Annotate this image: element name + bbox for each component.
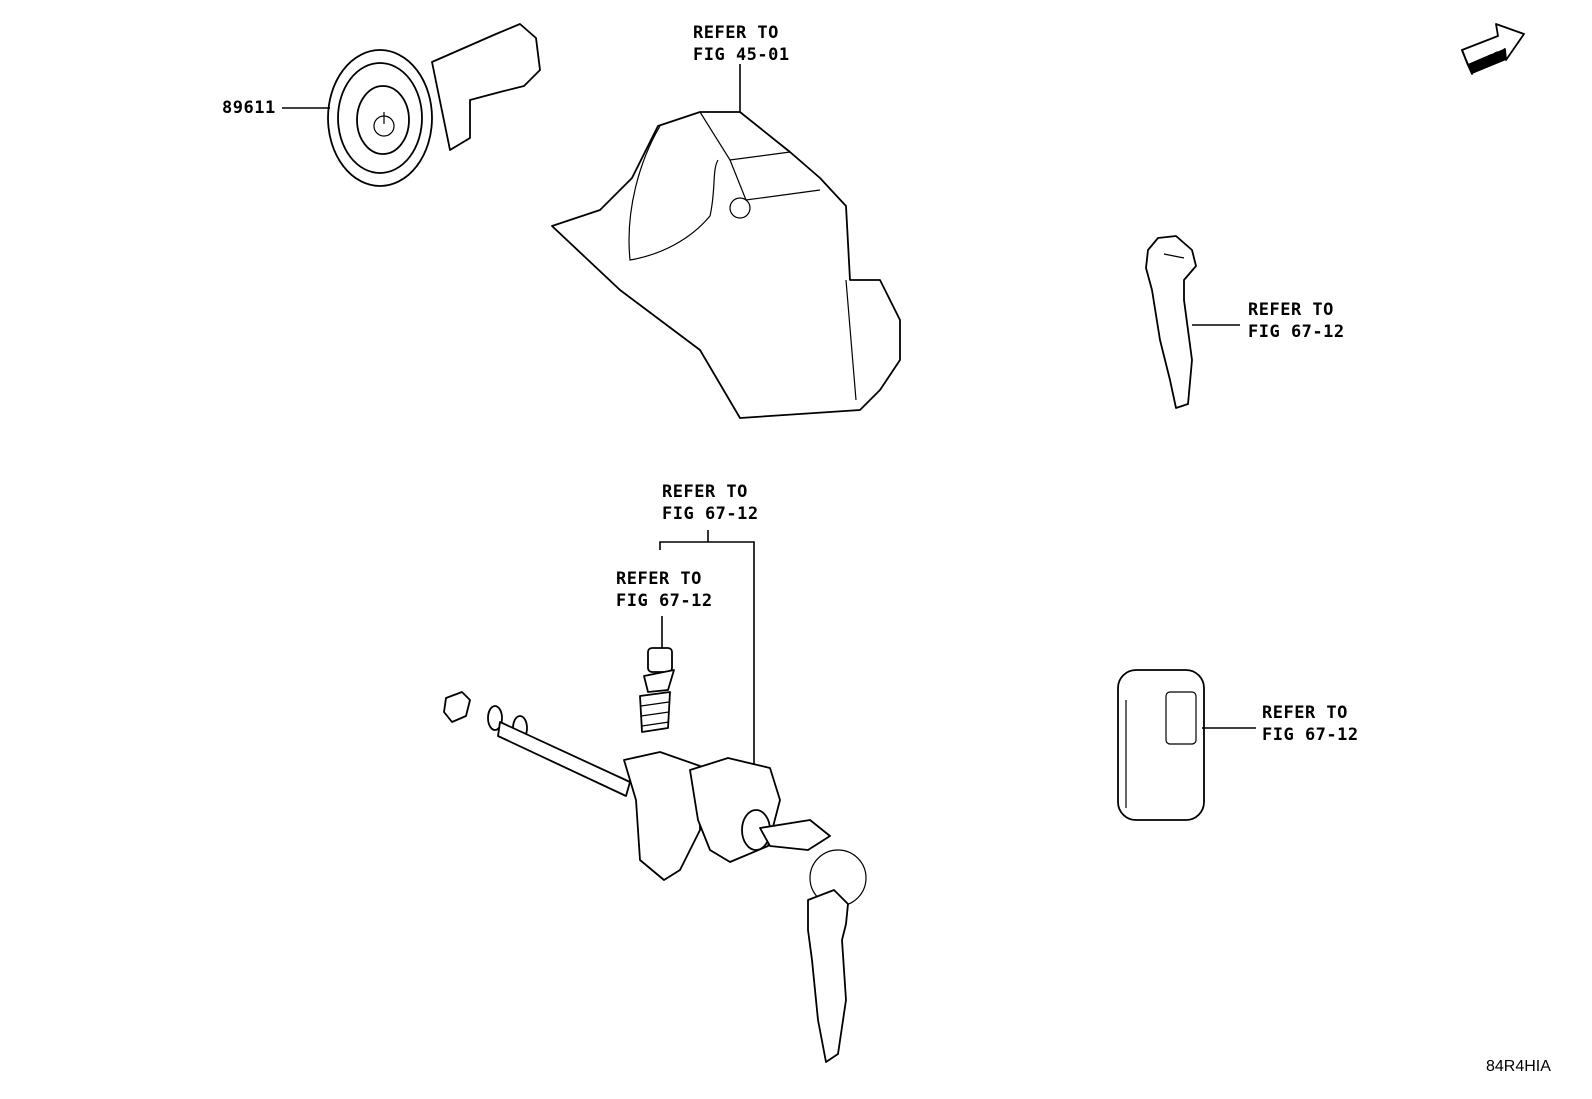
ref-line-2: FIG 67-12 — [1262, 725, 1359, 745]
push-start-switch-icon — [327, 23, 541, 187]
fwd-arrow-icon — [1461, 23, 1525, 75]
ref-line-1: REFER TO — [662, 482, 748, 502]
mechanical-key-icon — [1145, 235, 1197, 409]
ref-line-1: REFER TO — [693, 23, 779, 43]
ref-line-2: FIG 45-01 — [693, 45, 790, 65]
steering-column-cover-icon — [551, 111, 901, 419]
ref-line-2: FIG 67-12 — [1248, 322, 1345, 342]
lock-cylinder-icon — [443, 691, 781, 881]
ref-line-2: FIG 67-12 — [616, 591, 713, 611]
illustration-code: 84R4HIA — [1486, 1058, 1551, 1075]
door-keys-icon — [759, 819, 867, 1063]
part-number-label: 89611 — [222, 98, 276, 118]
ref-line-1: REFER TO — [616, 569, 702, 589]
ref-line-2: FIG 67-12 — [662, 504, 759, 524]
leader-bracket — [659, 541, 755, 770]
lock-pin-icon — [639, 647, 675, 733]
key-fob-icon — [1117, 669, 1205, 821]
ref-line-1: REFER TO — [1248, 300, 1334, 320]
ref-line-1: REFER TO — [1262, 703, 1348, 723]
